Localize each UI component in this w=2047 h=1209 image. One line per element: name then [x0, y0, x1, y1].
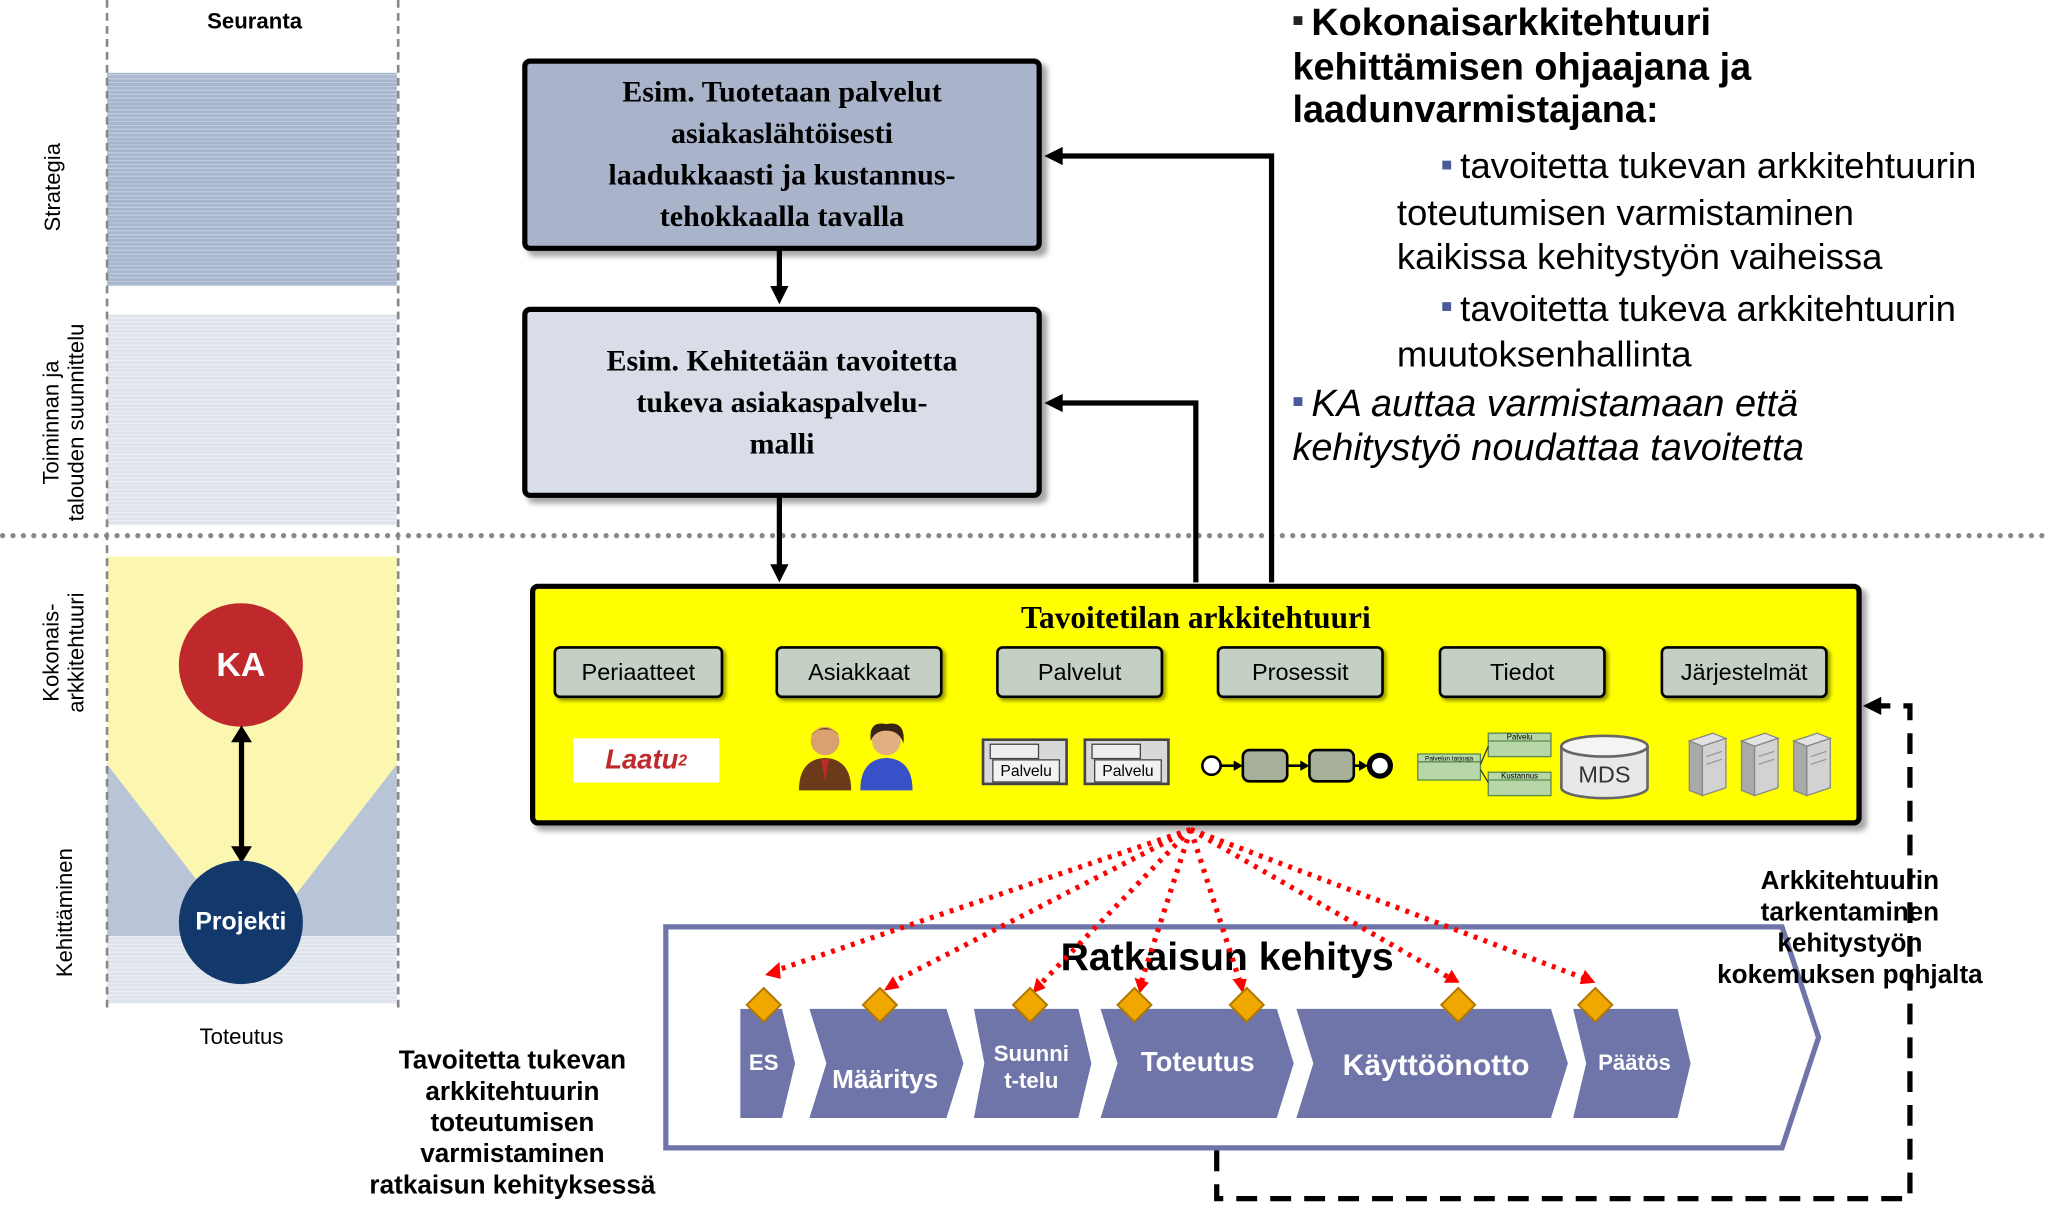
sub-bullet-icon-2: ■ [1441, 295, 1453, 317]
phase-paatos [1573, 1008, 1691, 1118]
milestone-diamond [1011, 986, 1049, 1024]
milestone-diamond [1576, 986, 1614, 1024]
arrow-arch-to-middle [1060, 400, 1199, 583]
planning-band [107, 314, 397, 526]
svg-text:Kustannus: Kustannus [1501, 772, 1538, 781]
customers-icon [798, 723, 913, 791]
funnel-shape [107, 728, 397, 936]
process-flow-icon [1201, 748, 1393, 783]
service-model-box: Esim. Kehitetään tavoitetta tukeva asiak… [522, 306, 1042, 498]
left-annotation: Tavoitetta tukevan arkkitehtuurin toteut… [369, 1046, 656, 1200]
laatu-logo-text: Laatu [605, 744, 679, 775]
sub-bullets: ■tavoitetta tukevan arkkitehtuurin toteu… [1396, 145, 1977, 375]
right-annotation: Arkkitehtuurin tarkentaminen kehitystyön… [1717, 867, 1983, 990]
server-1 [1687, 732, 1728, 797]
svg-text:Palvelu: Palvelu [1507, 733, 1533, 742]
phase-maaritys-label: Määritys [832, 1066, 939, 1095]
goal-box: Esim. Tuotetaan palvelut asiakaslähtöise… [522, 58, 1042, 251]
bullet-icon: ■ [1292, 8, 1304, 30]
italic-bullet-icon: ■ [1292, 389, 1304, 411]
milestone-diamond [1228, 986, 1266, 1024]
level-separator [0, 533, 2047, 539]
project-label: Projekti [195, 908, 287, 936]
seuranta-header: Seuranta [207, 9, 303, 34]
phase-es-label: ES [748, 1050, 779, 1076]
server-3 [1791, 732, 1833, 797]
svg-text:MDS: MDS [1578, 762, 1630, 788]
solution-title: Ratkaisun kehitys [1060, 935, 1394, 979]
phase-toteutus [1100, 1008, 1294, 1118]
right-dashed-line [396, 0, 400, 1008]
service-icon-2: Palvelu [1083, 738, 1170, 786]
phase-kayttoonotto [1296, 1008, 1568, 1118]
project-circle: Projekti [178, 860, 303, 985]
laatu-logo-sup: 2 [678, 751, 688, 770]
architecture-title: Tavoitetilan arkkitehtuuri [1021, 601, 1371, 636]
ka-circle: KA [178, 603, 303, 727]
milestone-diamond [1439, 986, 1477, 1024]
phase-paatos-label: Päätös [1598, 1050, 1671, 1076]
phase-maaritys [809, 1008, 964, 1118]
ka-project-arrow [231, 725, 252, 864]
phase-es [740, 1008, 796, 1118]
svg-text:Palvelun tarjoaja: Palvelun tarjoaja [1425, 756, 1474, 763]
domain-prosessit: Prosessit [1216, 646, 1384, 699]
left-dashed-line [105, 0, 109, 1008]
main-heading: ■Kokonaisarkkitehtuuri kehittämisen ohja… [1292, 2, 1752, 132]
service-icon-1: Palvelu [981, 738, 1068, 786]
phase-suunnittelu [973, 1008, 1092, 1118]
toteutus-footer: Toteutus [199, 1024, 284, 1050]
milestone-diamond [1116, 986, 1153, 1024]
domain-asiakkaat: Asiakkaat [775, 646, 943, 699]
data-model-icon: Palvelu Palvelun tarjoaja Kustannus [1417, 732, 1552, 797]
strategy-band [107, 72, 397, 287]
milestone-diamond [745, 986, 783, 1024]
italic-statement: ■KA auttaa varmistamaan että kehitystyö … [1292, 383, 1804, 470]
milestone-diamond [861, 986, 899, 1024]
domain-tiedot: Tiedot [1438, 646, 1606, 699]
servers-icon [1687, 732, 1833, 797]
service-icon-1-label: Palvelu [992, 759, 1061, 783]
sub-bullet-icon-1: ■ [1441, 152, 1453, 174]
service-icon-2-label: Palvelu [1094, 759, 1162, 783]
ka-label: KA [216, 644, 266, 684]
domain-periaatteet: Periaatteet [553, 646, 724, 699]
mds-database-icon: MDS [1560, 734, 1649, 800]
server-2 [1739, 732, 1780, 797]
arrow-arch-to-top [1060, 153, 1275, 583]
domain-palvelut: Palvelut [996, 646, 1164, 699]
domain-jarjestelmat: Järjestelmät [1660, 646, 1828, 699]
phase-kayttoonotto-label: Käyttöönotto [1342, 1047, 1530, 1082]
phase-toteutus-label: Toteutus [1140, 1047, 1255, 1078]
